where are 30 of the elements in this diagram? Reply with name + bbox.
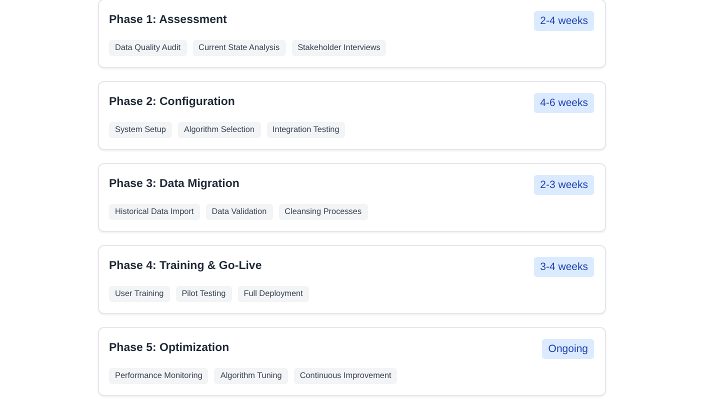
phase-card [98, 81, 606, 150]
phase-title: Phase 5: Optimization [109, 342, 230, 354]
task-chip: Pilot Testing [176, 286, 232, 302]
task-chip: Performance Monitoring [109, 368, 208, 384]
task-chip: Integration Testing [266, 122, 346, 138]
phase-title: Phase 3: Data Migration [109, 178, 240, 190]
phase-card [98, 0, 606, 68]
task-chip: Current State Analysis [192, 40, 286, 56]
task-chip: Cleansing Processes [278, 204, 368, 220]
phase-title: Phase 1: Assessment [109, 14, 227, 26]
phase-card [98, 163, 606, 232]
phase-title: Phase 4: Training & Go-Live [109, 260, 262, 272]
task-chip: Continuous Improvement [294, 368, 398, 384]
duration-pill: 2-4 weeks [534, 11, 594, 31]
phase-title: Phase 2: Configuration [109, 96, 235, 108]
duration-pill: 4-6 weeks [534, 93, 594, 113]
task-chip: Data Validation [206, 204, 273, 220]
task-chip: User Training [109, 286, 170, 302]
task-chip: Algorithm Tuning [214, 368, 288, 384]
task-chip: Data Quality Audit [109, 40, 187, 56]
duration-pill: 3-4 weeks [534, 257, 594, 277]
task-chip: System Setup [109, 122, 172, 138]
task-chip: Historical Data Import [109, 204, 200, 220]
duration-pill: Ongoing [542, 339, 594, 359]
task-chip: Full Deployment [238, 286, 309, 302]
task-chip: Stakeholder Interviews [292, 40, 386, 56]
task-chip: Algorithm Selection [178, 122, 261, 138]
duration-pill: 2-3 weeks [534, 175, 594, 195]
phase-card [98, 245, 606, 314]
phase-card [98, 327, 606, 396]
